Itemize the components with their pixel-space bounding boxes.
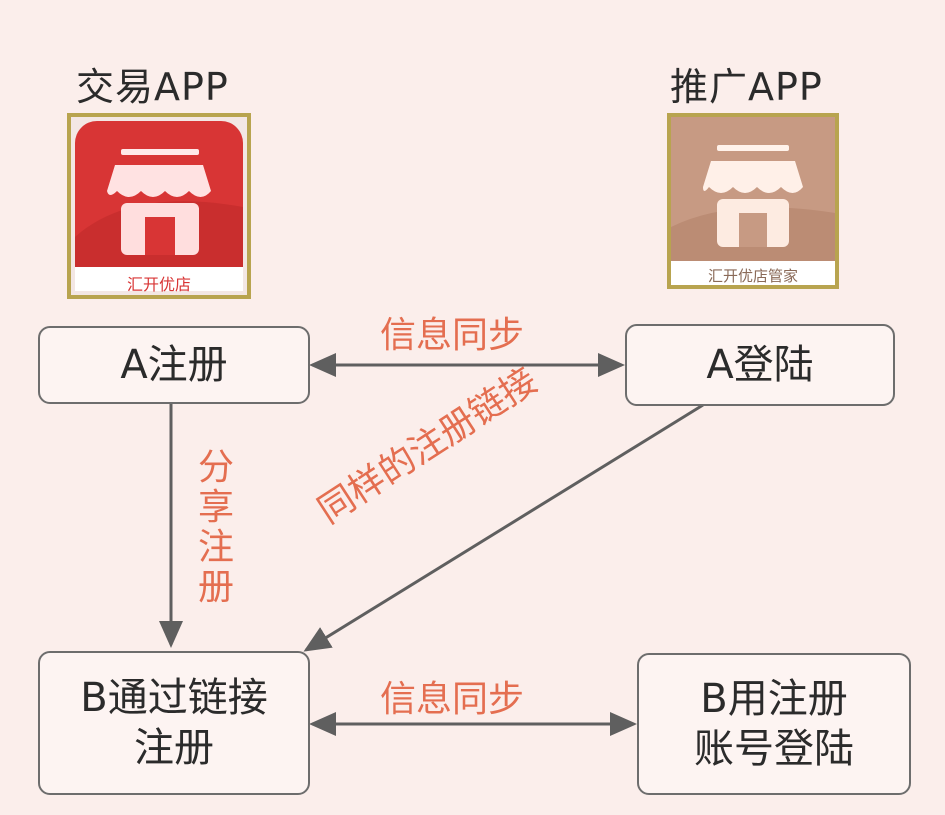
node-a-register: A注册 — [38, 326, 310, 404]
node-a-login-label: A登陆 — [706, 342, 814, 388]
node-b-login-line1: B用注册 — [700, 676, 848, 722]
node-b-login: B用注册 账号登陆 — [637, 653, 911, 795]
promo-app-icon: 汇开优店管家 — [667, 113, 839, 289]
same-link-arrow — [303, 403, 704, 652]
node-b-link-register-line1: B通过链接 — [80, 675, 268, 721]
node-b-login-line2: 账号登陆 — [694, 726, 854, 772]
sync-bottom-label: 信息同步 — [380, 679, 525, 720]
store-icon — [71, 117, 247, 295]
node-b-link-register: B通过链接 注册 — [38, 651, 310, 795]
node-a-register-label: A注册 — [120, 342, 228, 388]
promo-app-caption: 汇开优店管家 — [707, 267, 798, 285]
trade-app-caption: 汇开优店 — [126, 275, 191, 294]
node-a-login: A登陆 — [625, 324, 895, 406]
share-register-label: 分享注册 — [197, 447, 234, 608]
sync-top-label: 信息同步 — [380, 315, 525, 356]
store-icon — [671, 117, 835, 285]
node-b-link-register-line2: 注册 — [134, 725, 214, 771]
promo-app-title: 推广APP — [670, 65, 823, 109]
trade-app-title: 交易APP — [76, 65, 229, 109]
trade-app-icon: 汇开优店 — [67, 113, 251, 299]
